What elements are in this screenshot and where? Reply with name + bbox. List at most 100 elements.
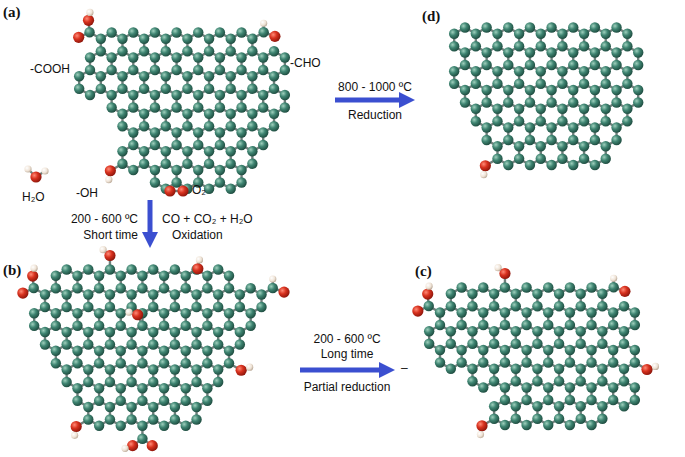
carbon-atom bbox=[61, 364, 71, 374]
carbon-atom bbox=[597, 364, 607, 374]
carbon-atom bbox=[446, 301, 456, 311]
carbon-atom bbox=[105, 289, 115, 299]
carbon-atom bbox=[137, 396, 147, 406]
carbon-atom bbox=[492, 104, 502, 114]
carbon-atom bbox=[256, 302, 266, 312]
carbon-atom bbox=[105, 377, 115, 387]
oxygen-atom bbox=[177, 185, 188, 196]
carbon-atom bbox=[159, 396, 169, 406]
carbon-atom bbox=[105, 327, 115, 337]
carbon-atom bbox=[590, 135, 600, 145]
carbon-atom bbox=[543, 345, 553, 355]
carbon-atom bbox=[492, 66, 502, 76]
carbon-atom bbox=[503, 85, 513, 95]
carbon-atom bbox=[72, 346, 82, 356]
carbon-atom bbox=[446, 339, 456, 349]
carbon-atom bbox=[471, 79, 481, 89]
annotation: CO + CO₂ + H₂O bbox=[162, 212, 253, 226]
annotation: H₂O bbox=[22, 190, 45, 204]
carbon-atom bbox=[159, 383, 169, 393]
oxygen-atom bbox=[164, 185, 175, 196]
carbon-atom bbox=[171, 102, 181, 112]
carbon-atom bbox=[269, 46, 279, 56]
carbon-atom bbox=[51, 271, 61, 281]
carbon-atom bbox=[503, 135, 513, 145]
carbon-atom bbox=[117, 121, 127, 131]
carbon-atom bbox=[159, 283, 169, 293]
carbon-atom bbox=[83, 289, 93, 299]
oxygen-atom bbox=[619, 286, 630, 297]
carbon-atom bbox=[546, 122, 556, 132]
reaction-arrow bbox=[335, 92, 415, 108]
carbon-atom bbox=[256, 289, 266, 299]
carbon-atom bbox=[557, 141, 567, 151]
carbon-atom bbox=[456, 282, 466, 292]
carbon-atom bbox=[590, 47, 600, 57]
carbon-atom bbox=[601, 141, 611, 151]
carbon-atom bbox=[83, 327, 93, 337]
carbon-atom bbox=[597, 289, 607, 299]
carbon-atom bbox=[83, 364, 93, 374]
carbon-atom bbox=[586, 282, 596, 292]
condition-label: 800 - 1000 ºC bbox=[338, 80, 412, 94]
carbon-atom bbox=[481, 135, 491, 145]
carbon-atom bbox=[590, 22, 600, 32]
carbon-atom bbox=[182, 146, 192, 156]
carbon-atom bbox=[224, 271, 234, 281]
carbon-atom bbox=[193, 127, 203, 137]
carbon-atom bbox=[633, 47, 643, 57]
carbon-atom bbox=[116, 346, 126, 356]
carbon-atom bbox=[148, 402, 158, 412]
carbon-atom bbox=[258, 127, 268, 137]
carbon-atom bbox=[226, 84, 236, 94]
carbon-atom bbox=[128, 65, 138, 75]
carbon-atom bbox=[126, 327, 136, 337]
hydrogen-atom bbox=[30, 265, 37, 272]
carbon-atom bbox=[500, 320, 510, 330]
carbon-atom bbox=[568, 160, 578, 170]
carbon-atom bbox=[83, 377, 93, 387]
carbon-atom bbox=[601, 66, 611, 76]
carbon-atom bbox=[171, 165, 181, 175]
carbon-atom bbox=[579, 116, 589, 126]
carbon-atom bbox=[514, 79, 524, 89]
carbon-atom bbox=[568, 97, 578, 107]
annotation: -COOH bbox=[30, 62, 70, 76]
carbon-atom bbox=[247, 46, 257, 56]
carbon-atom bbox=[435, 345, 445, 355]
carbon-atom bbox=[213, 289, 223, 299]
carbon-atom bbox=[258, 65, 268, 75]
carbon-atom bbox=[546, 60, 556, 70]
carbon-atom bbox=[126, 289, 136, 299]
carbon-atom bbox=[579, 154, 589, 164]
carbon-atom bbox=[137, 421, 147, 431]
carbon-atom bbox=[492, 79, 502, 89]
carbon-atom bbox=[193, 52, 203, 62]
carbon-atom bbox=[191, 414, 201, 424]
carbon-atom bbox=[521, 345, 531, 355]
carbon-atom bbox=[236, 177, 246, 187]
carbon-atom bbox=[247, 71, 257, 81]
carbon-atom bbox=[181, 358, 191, 368]
carbon-atom bbox=[471, 66, 481, 76]
carbon-atom bbox=[181, 421, 191, 431]
carbon-atom bbox=[117, 46, 127, 56]
oxygen-atom bbox=[269, 31, 280, 42]
carbon-atom bbox=[579, 104, 589, 114]
oxygen-atom bbox=[278, 287, 289, 298]
carbon-atom bbox=[181, 383, 191, 393]
carbon-atom bbox=[500, 345, 510, 355]
oxygen-atom bbox=[132, 309, 143, 320]
carbon-atom bbox=[579, 79, 589, 89]
carbon-atom bbox=[280, 65, 290, 75]
carbon-atom bbox=[543, 282, 553, 292]
carbon-atom bbox=[84, 27, 94, 37]
carbon-atom bbox=[481, 122, 491, 132]
carbon-atom bbox=[148, 414, 158, 424]
carbon-atom bbox=[226, 46, 236, 56]
carbon-atom bbox=[170, 364, 180, 374]
carbon-atom bbox=[543, 395, 553, 405]
carbon-atom bbox=[40, 327, 50, 337]
oxygen-molecule bbox=[164, 185, 188, 196]
